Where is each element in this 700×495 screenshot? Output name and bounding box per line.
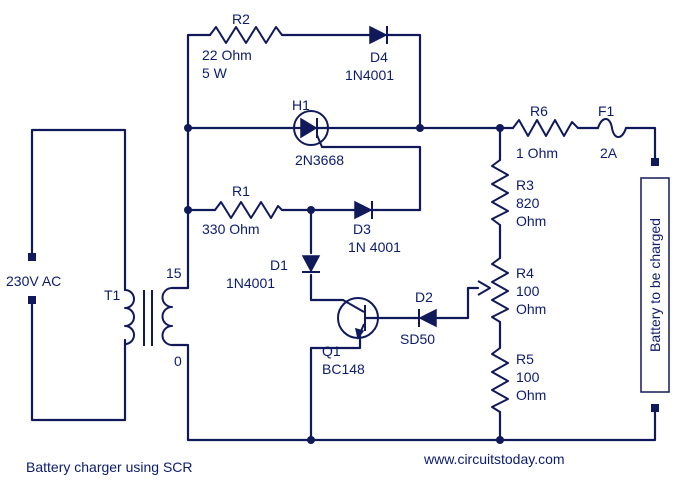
potentiometer-wiper-arrow bbox=[477, 280, 491, 296]
r4-ref: R4 bbox=[516, 265, 534, 281]
diode-d3 bbox=[351, 200, 379, 220]
d4-ref: D4 bbox=[370, 49, 388, 65]
r6-value: 1 Ohm bbox=[516, 145, 558, 161]
fuse-f1 bbox=[597, 118, 627, 138]
resistor-r3 bbox=[491, 159, 509, 226]
transistor-q1 bbox=[337, 297, 379, 340]
r3-value: 820 bbox=[516, 195, 540, 211]
d2-part: SD50 bbox=[400, 331, 435, 347]
wires bbox=[30, 33, 657, 442]
f1-ref: F1 bbox=[598, 103, 615, 119]
r2-ref: R2 bbox=[232, 11, 250, 27]
h1-part: 2N3668 bbox=[295, 152, 344, 168]
labels: R2 22 Ohm 5 W D4 1N4001 H1 2N3668 R6 1 O… bbox=[6, 11, 618, 475]
potentiometer-r4 bbox=[491, 257, 509, 323]
transformer-t1 bbox=[124, 287, 173, 346]
h1-ref: H1 bbox=[292, 97, 310, 113]
d4-part: 1N4001 bbox=[345, 67, 394, 83]
r2-value: 22 Ohm bbox=[202, 47, 252, 63]
scr-h1 bbox=[291, 110, 331, 148]
resistor-r2 bbox=[209, 26, 283, 44]
caption: Battery charger using SCR bbox=[26, 459, 193, 475]
q1-part: BC148 bbox=[322, 361, 365, 377]
diode-d4 bbox=[363, 25, 394, 45]
terminals bbox=[28, 158, 659, 412]
junction-dots bbox=[184, 124, 504, 444]
resistor-r6 bbox=[512, 119, 579, 137]
r4-value: 100 bbox=[516, 283, 540, 299]
r5-value: 100 bbox=[516, 369, 540, 385]
d1-part: 1N4001 bbox=[226, 275, 275, 291]
r3-unit: Ohm bbox=[516, 213, 546, 229]
r1-value: 330 Ohm bbox=[202, 221, 260, 237]
website: www.circuitstoday.com bbox=[423, 451, 565, 467]
q1-ref: Q1 bbox=[322, 343, 341, 359]
t1-ref: T1 bbox=[104, 287, 121, 303]
f1-value: 2A bbox=[600, 145, 618, 161]
resistor-r1 bbox=[214, 201, 283, 219]
t1-tap-high: 15 bbox=[166, 265, 182, 281]
d2-ref: D2 bbox=[415, 289, 433, 305]
r5-unit: Ohm bbox=[516, 387, 546, 403]
r3-ref: R3 bbox=[516, 177, 534, 193]
r2-rating: 5 W bbox=[202, 65, 228, 81]
r6-ref: R6 bbox=[530, 103, 548, 119]
d1-ref: D1 bbox=[270, 257, 288, 273]
battery-label: Battery to be charged bbox=[647, 218, 663, 352]
d3-ref: D3 bbox=[353, 221, 371, 237]
supply-label: 230V AC bbox=[6, 273, 61, 289]
r5-ref: R5 bbox=[516, 351, 534, 367]
diode-d1 bbox=[301, 255, 321, 273]
battery-box: Battery to be charged bbox=[640, 177, 670, 393]
r1-ref: R1 bbox=[232, 183, 250, 199]
d3-part: 1N 4001 bbox=[348, 239, 401, 255]
t1-tap-low: 0 bbox=[174, 353, 182, 369]
r4-unit: Ohm bbox=[516, 301, 546, 317]
resistor-r5 bbox=[491, 347, 509, 413]
diode-d2 bbox=[413, 308, 442, 328]
